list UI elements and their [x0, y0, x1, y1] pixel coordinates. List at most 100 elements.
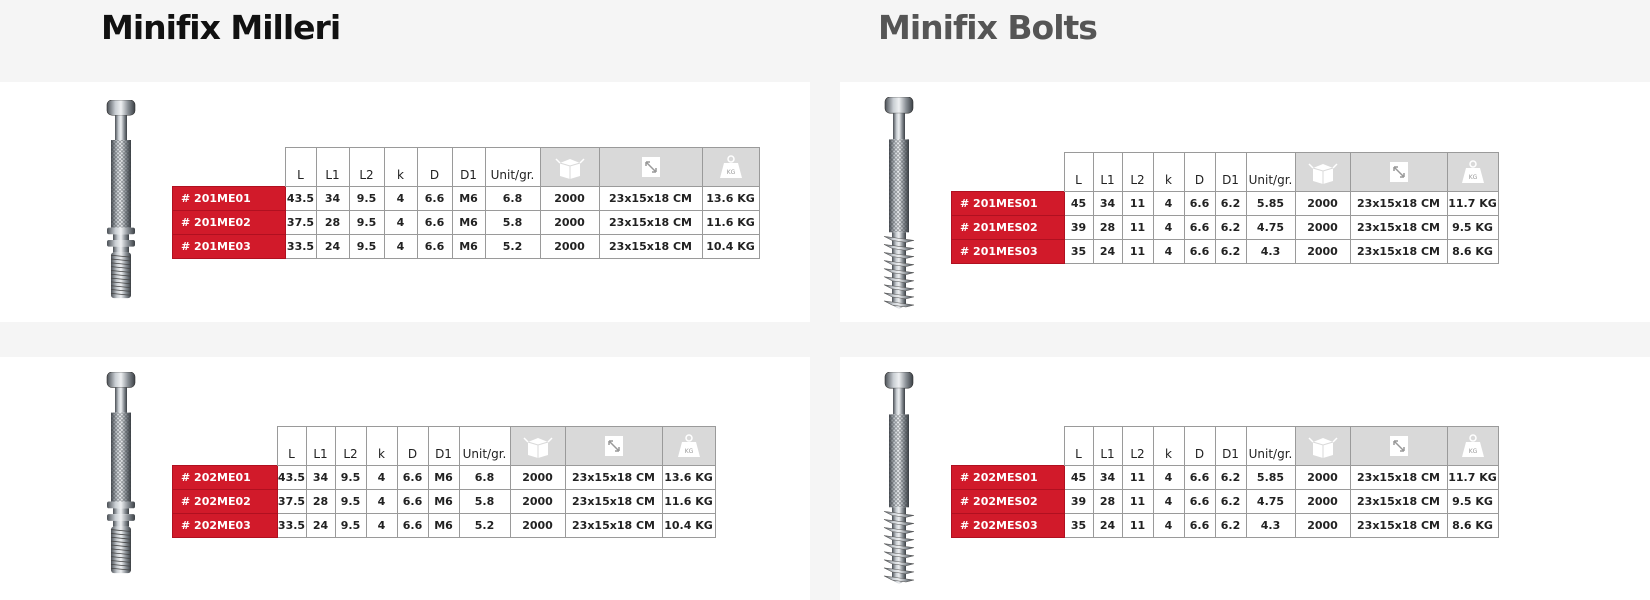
- cell-box: 2000: [1294, 489, 1351, 514]
- cell-l: 45: [1063, 465, 1094, 490]
- cell-d: 6.6: [416, 234, 453, 259]
- column-header: L: [284, 147, 317, 187]
- cell-box: 2000: [1294, 513, 1351, 538]
- column-header: Unit/gr.: [1245, 426, 1296, 466]
- cell-weight: 11.6 KG: [661, 489, 716, 514]
- product-code: # 202MES02: [951, 489, 1065, 514]
- column-header: L: [1063, 152, 1094, 192]
- column-header: D1: [1214, 152, 1247, 192]
- cell-l1: 34: [1092, 191, 1123, 216]
- cell-weight: 11.7 KG: [1446, 191, 1499, 216]
- cell-k: 4: [365, 489, 398, 514]
- column-header: L2: [348, 147, 385, 187]
- weight-icon: KG: [661, 426, 716, 466]
- cell-dims: 23x15x18 CM: [564, 489, 663, 514]
- cell-d: 6.6: [1183, 513, 1216, 538]
- dimensions-icon: [1349, 426, 1448, 466]
- title-minifix-bolts: Minifix Bolts: [878, 8, 1098, 47]
- cell-k: 4: [1152, 489, 1185, 514]
- svg-text:KG: KG: [1468, 174, 1477, 181]
- cell-unit: 6.8: [458, 465, 511, 490]
- cell-l: 45: [1063, 191, 1094, 216]
- column-header: Unit/gr.: [484, 147, 541, 187]
- dimensions-icon: [564, 426, 663, 466]
- cell-d1: 6.2: [1214, 215, 1247, 240]
- cell-d1: M6: [451, 234, 486, 259]
- cell-l1: 34: [305, 465, 336, 490]
- cell-l: 39: [1063, 215, 1094, 240]
- cell-l1: 28: [1092, 215, 1123, 240]
- column-header: Unit/gr.: [458, 426, 511, 466]
- cell-k: 4: [1152, 465, 1185, 490]
- cell-l2: 11: [1121, 465, 1154, 490]
- column-header: L1: [315, 147, 350, 187]
- cell-l2: 11: [1121, 215, 1154, 240]
- cell-d: 6.6: [396, 513, 429, 538]
- cell-weight: 13.6 KG: [661, 465, 716, 490]
- cell-l1: 24: [305, 513, 336, 538]
- cell-d: 6.6: [396, 489, 429, 514]
- svg-text:KG: KG: [1468, 448, 1477, 455]
- weight-icon: KG: [701, 147, 760, 187]
- column-header: k: [1152, 426, 1185, 466]
- column-header: L2: [1121, 426, 1154, 466]
- cell-k: 4: [383, 210, 418, 235]
- cell-l: 35: [1063, 513, 1094, 538]
- cell-l2: 11: [1121, 489, 1154, 514]
- cell-unit: 4.75: [1245, 215, 1296, 240]
- product-code: # 202MES01: [951, 465, 1065, 490]
- cell-l2: 11: [1121, 191, 1154, 216]
- cell-box: 2000: [539, 234, 600, 259]
- cell-weight: 10.4 KG: [701, 234, 760, 259]
- column-header: L1: [1092, 152, 1123, 192]
- box-icon: [1294, 152, 1351, 192]
- column-header: D1: [1214, 426, 1247, 466]
- column-header: D1: [427, 426, 460, 466]
- cell-k: 4: [1152, 513, 1185, 538]
- cell-unit: 5.8: [484, 210, 541, 235]
- column-header: D: [1183, 426, 1216, 466]
- cell-unit: 5.85: [1245, 191, 1296, 216]
- column-header: k: [1152, 152, 1185, 192]
- cell-d: 6.6: [1183, 489, 1216, 514]
- cell-l: 37.5: [284, 210, 317, 235]
- header-blank: [952, 153, 1065, 192]
- column-header: D1: [451, 147, 486, 187]
- column-header: L1: [305, 426, 336, 466]
- bolt-image: [883, 97, 915, 309]
- cell-d1: 6.2: [1214, 239, 1247, 264]
- column-header: L: [276, 426, 307, 466]
- cell-l: 43.5: [284, 186, 317, 211]
- dimensions-icon: [1349, 152, 1448, 192]
- column-header: k: [365, 426, 398, 466]
- cell-unit: 4.3: [1245, 239, 1296, 264]
- cell-l2: 9.5: [334, 513, 367, 538]
- cell-l1: 28: [305, 489, 336, 514]
- cell-l2: 9.5: [348, 210, 385, 235]
- cell-d1: 6.2: [1214, 489, 1247, 514]
- product-code: # 201MES03: [951, 239, 1065, 264]
- cell-k: 4: [1152, 215, 1185, 240]
- cell-d: 6.6: [1183, 465, 1216, 490]
- cell-dims: 23x15x18 CM: [598, 210, 703, 235]
- cell-l: 33.5: [276, 513, 307, 538]
- cell-d1: M6: [451, 186, 486, 211]
- column-header: L1: [1092, 426, 1123, 466]
- product-code: # 202ME03: [172, 513, 278, 538]
- product-code: # 201MES02: [951, 215, 1065, 240]
- cell-l2: 11: [1121, 513, 1154, 538]
